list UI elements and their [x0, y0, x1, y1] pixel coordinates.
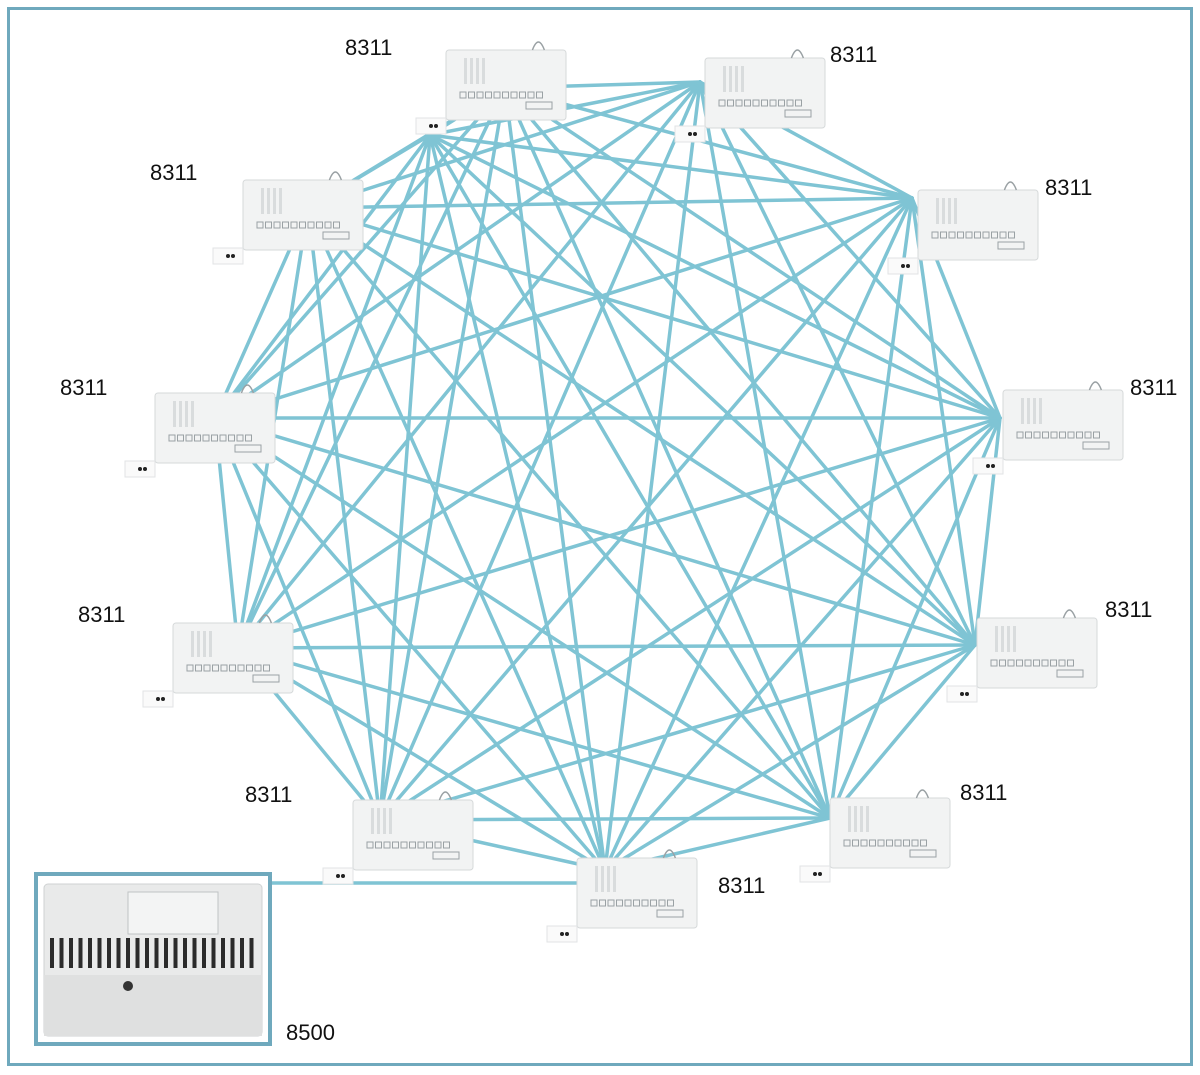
node-n1: 8311: [345, 35, 567, 135]
mesh-link-n7-n9: [236, 646, 607, 872]
mesh-link-n1-n10: [213, 86, 507, 420]
node-n3: 8311: [887, 175, 1092, 275]
mesh-link-n4-n6: [828, 416, 1002, 820]
mesh-link-n2-n8: [378, 80, 702, 822]
mesh-link-n1-n6: [503, 86, 832, 820]
8311-module-icon: [212, 171, 364, 265]
node-n11: 8311: [150, 160, 364, 265]
mesh-link-n1-n4: [503, 86, 1002, 420]
mesh-link-n3-n12: [428, 133, 914, 200]
node-label: 8311: [245, 782, 292, 807]
mesh-link-n6-n12: [428, 133, 832, 820]
mesh-link-n6-n10: [213, 416, 832, 820]
8311-module-icon: [142, 614, 294, 708]
mesh-link-n8-n12: [378, 133, 432, 822]
mesh-nodes: 8311 8311 8311 8311 8311 8311 8311 8311 8311 8311…: [60, 35, 1177, 943]
node-label: 8311: [960, 780, 1007, 805]
8311-module-icon: [887, 181, 1039, 275]
node-label: 8311: [345, 35, 392, 60]
mesh-link-n10-n12: [213, 133, 432, 420]
diagram-frame: [7, 7, 1193, 1066]
8311-module-icon: [674, 49, 826, 143]
mesh-link-n5-n6: [828, 643, 977, 820]
mesh-link-n4-n8: [378, 416, 1002, 822]
8311-module-icon: [322, 791, 474, 885]
node-label: 8311: [1105, 597, 1152, 622]
mesh-link-n4-n9: [236, 416, 1002, 650]
mesh-link-n3-n10: [213, 196, 914, 420]
node-label: 8311: [718, 873, 765, 898]
node-label: 8311: [150, 160, 197, 185]
node-label: 8311: [830, 42, 877, 67]
8311-module-icon: [946, 609, 1098, 703]
mesh-link-n3-n5: [910, 196, 977, 647]
mesh-link-n3-n7: [603, 196, 914, 872]
8311-module-icon: [546, 849, 698, 943]
node-n5: 8311: [946, 597, 1152, 703]
mesh-link-n5-n10: [213, 416, 977, 647]
controller-label: 8500: [286, 1020, 335, 1045]
8311-module-icon: [415, 41, 567, 135]
mesh-link-n5-n7: [603, 643, 977, 872]
node-label: 8311: [1045, 175, 1092, 200]
8500-din-rail-module-icon: [43, 883, 263, 1037]
mesh-link-n3-n6: [828, 196, 914, 820]
8311-module-icon: [799, 789, 951, 883]
controller-device: 8500: [34, 872, 335, 1046]
node-label: 8311: [1130, 375, 1177, 400]
mesh-link-n5-n12: [428, 133, 977, 647]
node-label: 8311: [60, 375, 107, 400]
mesh-link-n4-n5: [973, 416, 1002, 647]
node-n4: 8311: [972, 375, 1177, 475]
mesh-link-n7-n10: [213, 416, 607, 872]
mesh-link-n7-n12: [428, 133, 607, 872]
mesh-link-n2-n4: [698, 80, 1002, 420]
mesh-link-n2-n7: [603, 80, 702, 872]
node-label: 8311: [78, 602, 125, 627]
mesh-link-n4-n12: [428, 133, 1002, 420]
mesh-link-n7-n11: [306, 206, 607, 872]
mesh-link-n1-n8: [378, 86, 507, 822]
node-n7: 8311: [546, 849, 765, 943]
node-n8: 8311: [245, 782, 474, 885]
node-n2: 8311: [674, 42, 877, 143]
mesh-link-n1-n5: [503, 86, 977, 647]
mesh-link-n9-n12: [236, 133, 432, 650]
mesh-link-n8-n11: [306, 206, 382, 822]
node-n10: 8311: [60, 375, 276, 478]
mesh-link-n3-n8: [378, 196, 914, 822]
node-n6: 8311: [799, 780, 1007, 883]
mesh-link-n8-n10: [213, 416, 382, 822]
node-n9: 8311: [78, 602, 294, 708]
8311-module-icon: [124, 384, 276, 478]
mesh-link-n5-n9: [236, 643, 977, 650]
mesh-link-n6-n11: [306, 206, 832, 820]
mesh-link-n1-n7: [503, 86, 607, 872]
mesh-link-n2-n9: [236, 80, 702, 650]
controller-link: [272, 870, 606, 885]
controller-cable: [272, 870, 606, 885]
mesh-link-n3-n11: [306, 196, 914, 210]
mesh-link-n5-n8: [378, 643, 977, 822]
mesh-link-n6-n9: [236, 646, 832, 820]
8311-module-icon: [972, 381, 1124, 475]
